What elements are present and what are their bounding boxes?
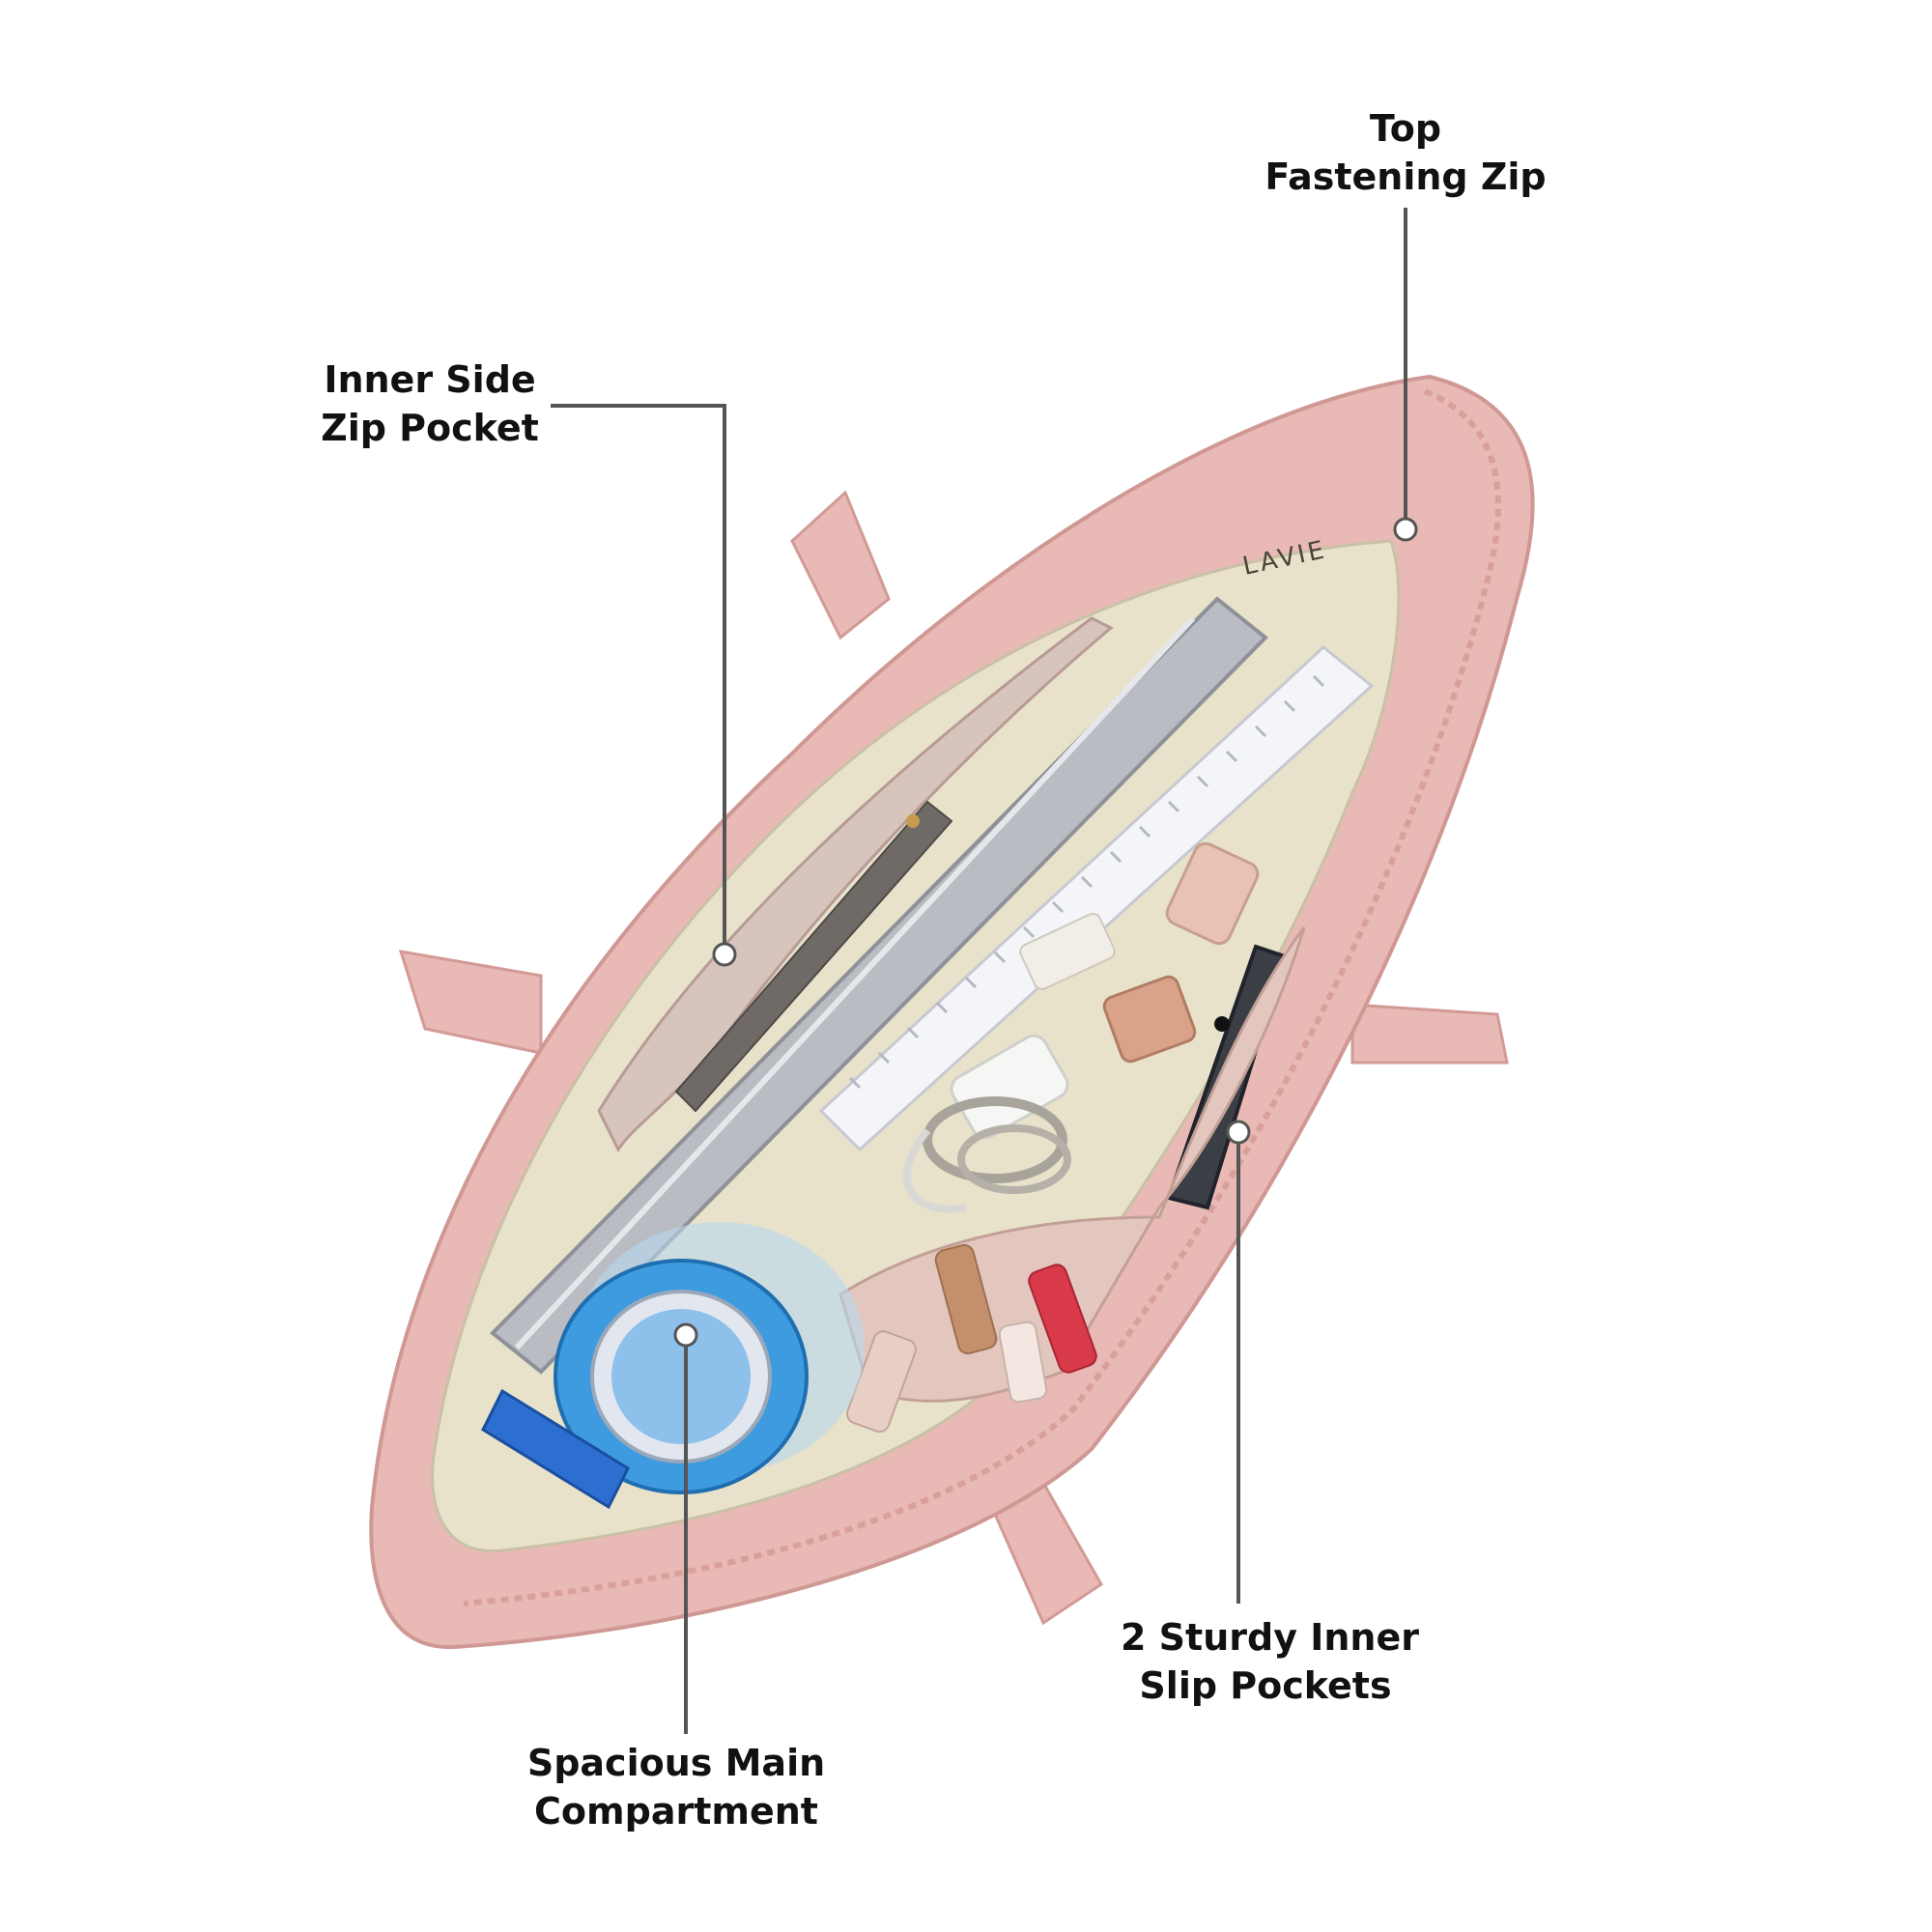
lipsticks [846,1243,1097,1434]
callout-top-fastening-zip: Top Fastening Zip [1256,104,1555,201]
laptop [490,596,1268,1375]
zip-track [463,388,1501,1606]
callout-main-comp-line1: Spacious Main [526,1742,826,1784]
callout-top-zip-line1: Top [1369,107,1442,150]
callout-inner-side-zip-pocket: Inner Side Zip Pocket [309,355,551,452]
perfume-bottle [1165,841,1260,946]
inner-side-zip-pocket [597,616,1114,1152]
callout-main-compartment: Spacious Main Compartment [522,1739,831,1835]
charger-cable [903,1034,1071,1213]
callout-dots [673,517,1418,1348]
callout-slip-pockets: 2 Sturdy Inner Slip Pockets [1121,1613,1419,1710]
water-bottle [481,1222,865,1510]
callout-top-zip-line2: Fastening Zip [1264,156,1547,198]
callout-side-pocket-line2: Zip Pocket [321,407,539,449]
callout-side-pocket-line1: Inner Side [324,358,536,401]
callout-main-comp-line2: Compartment [534,1790,818,1833]
callout-slip-pockets-line1: 2 Sturdy Inner [1121,1616,1419,1659]
callout-lines [551,208,1407,1734]
notebook [818,645,1375,1152]
callout-slip-pockets-line2: Slip Pockets [1139,1664,1392,1707]
